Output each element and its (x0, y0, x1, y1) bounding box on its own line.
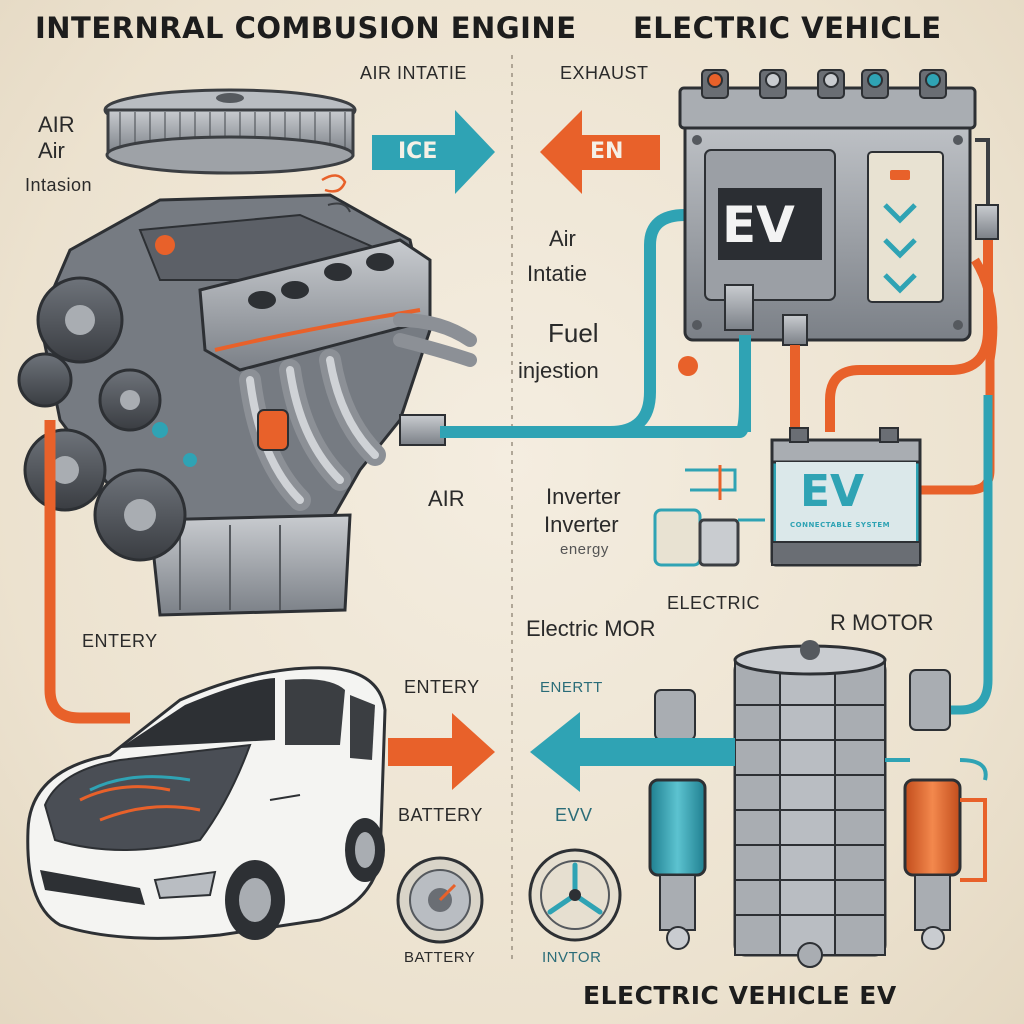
arrow-label-en: EN (590, 139, 624, 164)
label-entery-left: ENTERY (82, 631, 158, 651)
en-arrow (540, 110, 660, 194)
label-battery-mid: BATTERY (398, 805, 483, 825)
label-enertt: ENERTT (540, 679, 603, 696)
battery-gauge (396, 856, 484, 944)
car-illustration (26, 666, 387, 940)
ev-controller (678, 69, 999, 346)
inverter-gizmo (653, 465, 765, 567)
label-air-center: AIR (428, 486, 465, 511)
label-intasion: Intasion (25, 175, 93, 195)
label-electric-mor: Electric MOR (526, 616, 656, 641)
electric-motor-illustration (648, 640, 988, 968)
ev-controller-badge: EV (722, 196, 795, 254)
label-electric: ELECTRIC (667, 593, 761, 613)
label-injestion: injestion (518, 358, 599, 383)
label-exhaust: EXHAUST (560, 63, 649, 83)
invtor-gauge (528, 848, 622, 942)
label-evv: EVV (555, 805, 593, 825)
title-ev: ELECTRIC VEHICLE (633, 11, 942, 45)
label-energy-small: energy (560, 541, 609, 558)
arrow-label-ice: ICE (398, 139, 438, 164)
ev-battery-badge: EV (800, 466, 865, 517)
label-air-mid: Air (549, 226, 576, 251)
orange-pipe-left (44, 420, 130, 724)
label-air-1: AIR (38, 112, 75, 137)
label-entery-mid: ENTERY (404, 677, 480, 697)
label-air-2: Air (38, 138, 65, 163)
label-battery-bottom: BATTERY (404, 949, 476, 966)
label-inverter-1: Inverter (546, 484, 621, 509)
label-intatie-mid: Intatie (527, 261, 587, 286)
label-inverter-2: Inverter (544, 512, 619, 537)
title-ice: INTERNRAL COMBUSION ENGINE (35, 11, 577, 45)
label-motor: R MOTOR (830, 610, 934, 635)
ev-battery-fine-print: CONNECTABLE SYSTEM (790, 521, 891, 529)
teal-bottom-arrow (530, 712, 735, 792)
title-ev-bottom: ELECTRIC VEHICLE EV (583, 981, 897, 1010)
label-fuel: Fuel (548, 318, 599, 348)
label-invtor: INVTOR (542, 949, 602, 966)
ev-battery (770, 427, 922, 567)
label-air-intatie-top: AIR INTATIE (360, 63, 467, 83)
ice-arrow (372, 110, 495, 194)
orange-bottom-arrow (388, 713, 495, 790)
